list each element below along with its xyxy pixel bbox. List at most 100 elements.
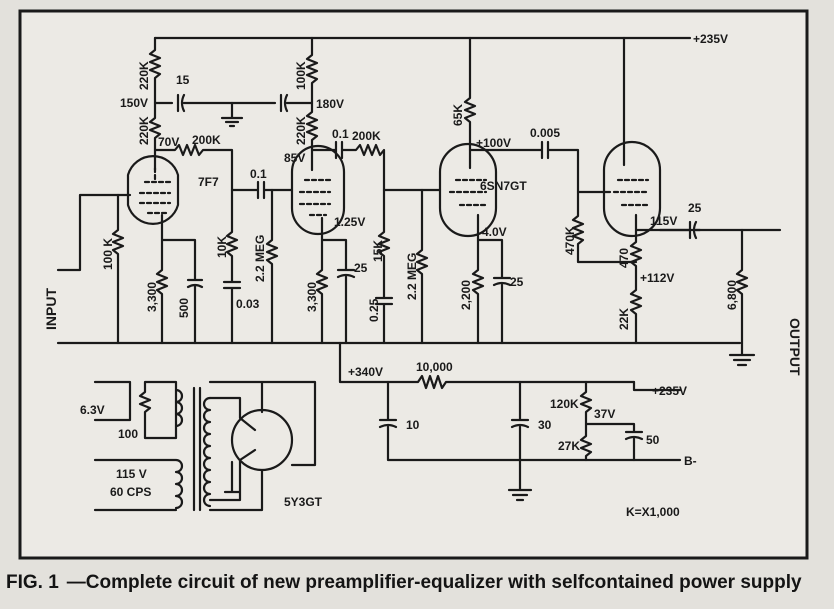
- ground-symbol-1: [220, 101, 244, 128]
- label-r120k: 120K: [550, 397, 579, 411]
- transformer-primary: [93, 388, 184, 512]
- label-k-note: K=X1,000: [626, 505, 680, 519]
- tube1-elements: [138, 166, 172, 215]
- label-v37: 37V: [594, 407, 615, 421]
- label-c30: 30: [538, 418, 552, 432]
- figure-number: FIG. 1: [6, 572, 59, 593]
- label-c15: 15: [176, 73, 190, 87]
- label-output: OUTPUT: [787, 318, 803, 376]
- label-c025: 0.25: [367, 298, 381, 322]
- label-tube2: 6SN7GT: [480, 179, 527, 193]
- tube1-envelope: [126, 155, 180, 225]
- label-c01-a: 0.1: [250, 167, 267, 181]
- label-c10: 10: [406, 418, 420, 432]
- label-r220k-c: 220K: [294, 116, 308, 145]
- r22meg-a: [265, 188, 279, 345]
- label-v112: +112V: [640, 271, 674, 285]
- tube2-envelope: [290, 144, 346, 236]
- label-c25-out: 25: [688, 201, 702, 215]
- c25-output: [658, 220, 782, 240]
- tube3-elements: [448, 178, 488, 207]
- diagram-frame: [18, 9, 809, 560]
- label-r3300-a: 3,300: [145, 282, 159, 312]
- r100k-grid: [111, 193, 125, 345]
- label-r220k-b: 220K: [137, 116, 151, 145]
- label-r100k-a: 100K: [294, 61, 308, 90]
- label-v235-ps: +235V: [652, 384, 687, 398]
- transformer-core: [192, 386, 202, 512]
- label-r470k: 470K: [563, 226, 577, 255]
- label-tube1: 7F7: [198, 175, 219, 189]
- ground-symbol-out: [728, 341, 756, 367]
- label-r15k: 15K: [371, 240, 385, 262]
- label-c50: 50: [646, 433, 660, 447]
- c01-a: [230, 180, 294, 200]
- rectifier-tube: [230, 408, 294, 472]
- label-cps60: 60 CPS: [110, 485, 151, 499]
- stage1-cathode: [155, 213, 204, 345]
- filament-winding: [93, 380, 178, 440]
- label-v180: 180V: [316, 97, 344, 111]
- label-r27k: 27K: [558, 439, 580, 453]
- label-r6800: 6,800: [725, 280, 739, 310]
- label-c003: 0.03: [236, 297, 260, 311]
- c0005: [468, 140, 612, 194]
- label-tube-rect: 5Y3GT: [284, 495, 323, 509]
- label-v40: 4.0V: [482, 225, 507, 239]
- label-v70: 70V: [158, 135, 179, 149]
- label-v235-top: +235V: [693, 32, 728, 46]
- tube4-elements: [612, 178, 650, 207]
- tube4-envelope: [602, 140, 662, 238]
- label-r100k-grid: 100 K: [101, 238, 115, 270]
- tube3-envelope: [438, 142, 498, 238]
- label-r65k: 65K: [451, 104, 465, 126]
- r6800: [735, 228, 749, 345]
- r200k-a: [153, 143, 234, 192]
- r15k-network: [374, 188, 394, 345]
- label-r200k-a: 200K: [192, 133, 221, 147]
- r200k-b: [310, 140, 386, 192]
- r10k-network: [222, 188, 242, 345]
- ps-main-line: [338, 341, 636, 390]
- label-r100: 100: [118, 427, 138, 441]
- label-r22k: 22K: [617, 308, 631, 330]
- ps-divider: [579, 380, 682, 462]
- rectifier-wiring: [208, 380, 317, 512]
- label-r2200: 2,200: [459, 280, 473, 310]
- label-c01-b: 0.1: [332, 127, 349, 141]
- caption-text: —Complete circuit of new preamplifier-eq…: [66, 572, 802, 593]
- label-v125: 1.25V: [334, 215, 365, 229]
- label-b-minus: B-: [684, 454, 697, 468]
- input-line: [56, 193, 132, 272]
- label-input: INPUT: [43, 288, 59, 330]
- label-c500: 500: [177, 298, 191, 318]
- label-v115: 115V: [650, 214, 677, 228]
- label-r3300-b: 3,300: [305, 282, 319, 312]
- label-r10k: 10K: [215, 236, 229, 258]
- label-v150: 150V: [120, 96, 148, 110]
- stage2-cathode: [315, 216, 356, 345]
- label-r22meg-a: 2.2 MEG: [253, 235, 267, 282]
- r22meg-b: [415, 188, 429, 345]
- label-r220k-a: 220K: [137, 61, 151, 90]
- label-r22meg-b: 2.2 MEG: [405, 253, 419, 300]
- label-v85: 85V: [284, 151, 305, 165]
- label-v63: 6.3V: [80, 403, 105, 417]
- r470k: [571, 190, 638, 264]
- r65k: [463, 36, 477, 170]
- label-r470: 470: [617, 248, 631, 268]
- label-c25-b: 25: [354, 261, 368, 275]
- label-v115-line: 115 V: [116, 467, 147, 481]
- label-c0005: 0.005: [530, 126, 560, 140]
- ps-caps: [378, 380, 636, 502]
- stage1-plate-feed: [148, 36, 162, 172]
- figure-caption: FIG. 1 —Complete circuit of new preamplif…: [6, 572, 832, 594]
- label-r200k-b: 200K: [352, 129, 381, 143]
- tube2-elements: [298, 178, 332, 217]
- label-v100: +100V: [476, 136, 511, 150]
- label-r10000: 10,000: [416, 360, 453, 374]
- stage3-cathode: [471, 213, 512, 345]
- stage2-plate-feed: [305, 36, 319, 172]
- label-c25-c: 25: [510, 275, 524, 289]
